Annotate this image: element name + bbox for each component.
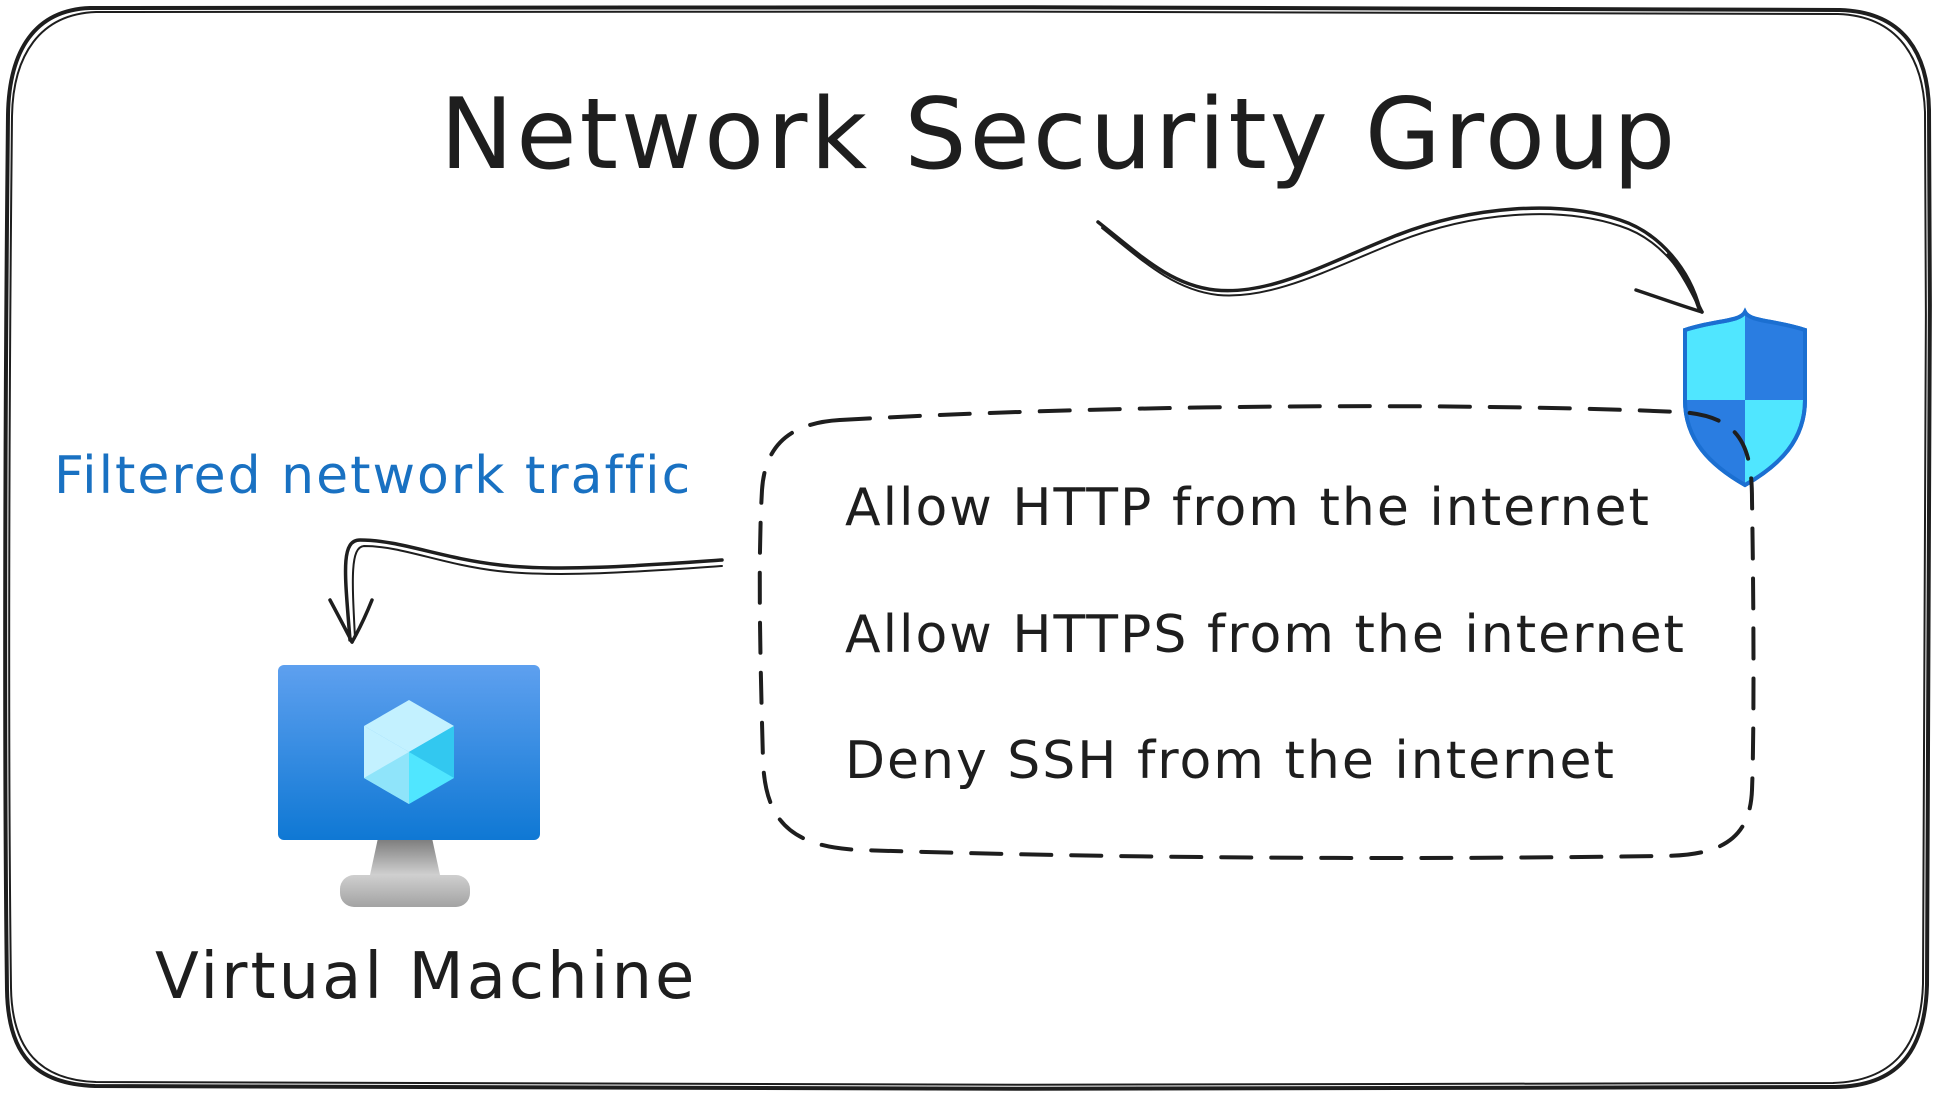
cube-icon [364, 700, 454, 804]
rule-deny-ssh: Deny SSH from the internet [845, 731, 1616, 791]
title-to-shield-arrow [1096, 206, 1704, 314]
rule-allow-https: Allow HTTPS from the internet [845, 605, 1686, 665]
outer-frame [3, 4, 1933, 1091]
rule-allow-http: Allow HTTP from the internet [845, 478, 1651, 538]
traffic-to-vm-arrow [328, 538, 724, 644]
virtual-machine-icon [278, 665, 540, 907]
filtered-traffic-label: Filtered network traffic [54, 446, 692, 506]
vm-label: Virtual Machine [155, 940, 697, 1014]
diagram-title: Network Security Group [440, 78, 1678, 192]
nsg-rules-box [757, 404, 1756, 860]
nsg-shield-icon [1683, 307, 1807, 488]
